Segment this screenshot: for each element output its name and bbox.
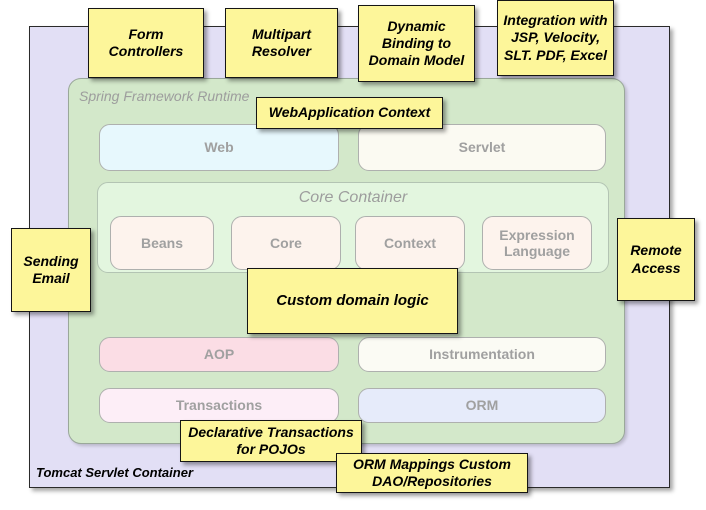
note-custom-domain-logic: Custom domain logic — [247, 268, 458, 334]
note-dynamic-binding: Dynamic Binding to Domain Model — [358, 5, 475, 82]
note-multipart-resolver: Multipart Resolver — [225, 8, 338, 78]
note-webapplication-context: WebApplication Context — [256, 97, 443, 129]
module-context: Context — [355, 216, 465, 270]
note-form-controllers: Form Controllers — [88, 8, 204, 78]
core-container-label: Core Container — [298, 189, 408, 206]
module-servlet: Servlet — [358, 124, 606, 171]
module-aop: AOP — [99, 337, 339, 372]
note-sending-email: Sending Email — [11, 228, 91, 312]
module-orm: ORM — [358, 388, 606, 423]
note-remote-access: Remote Access — [617, 218, 695, 301]
module-transactions: Transactions — [99, 388, 339, 423]
module-beans: Beans — [110, 216, 214, 270]
note-declarative-transactions: Declarative Transactions for POJOs — [180, 420, 362, 462]
module-core: Core — [231, 216, 341, 270]
note-integration: Integration with JSP, Velocity, SLT. PDF… — [497, 0, 614, 76]
tomcat-servlet-container-label: Tomcat Servlet Container — [36, 465, 194, 480]
module-web: Web — [99, 124, 339, 171]
spring-framework-runtime-label: Spring Framework Runtime — [79, 88, 250, 104]
module-instrumentation: Instrumentation — [358, 337, 606, 372]
note-orm-mappings: ORM Mappings Custom DAO/Repositories — [336, 453, 528, 493]
module-expression-language: Expression Language — [482, 216, 592, 270]
